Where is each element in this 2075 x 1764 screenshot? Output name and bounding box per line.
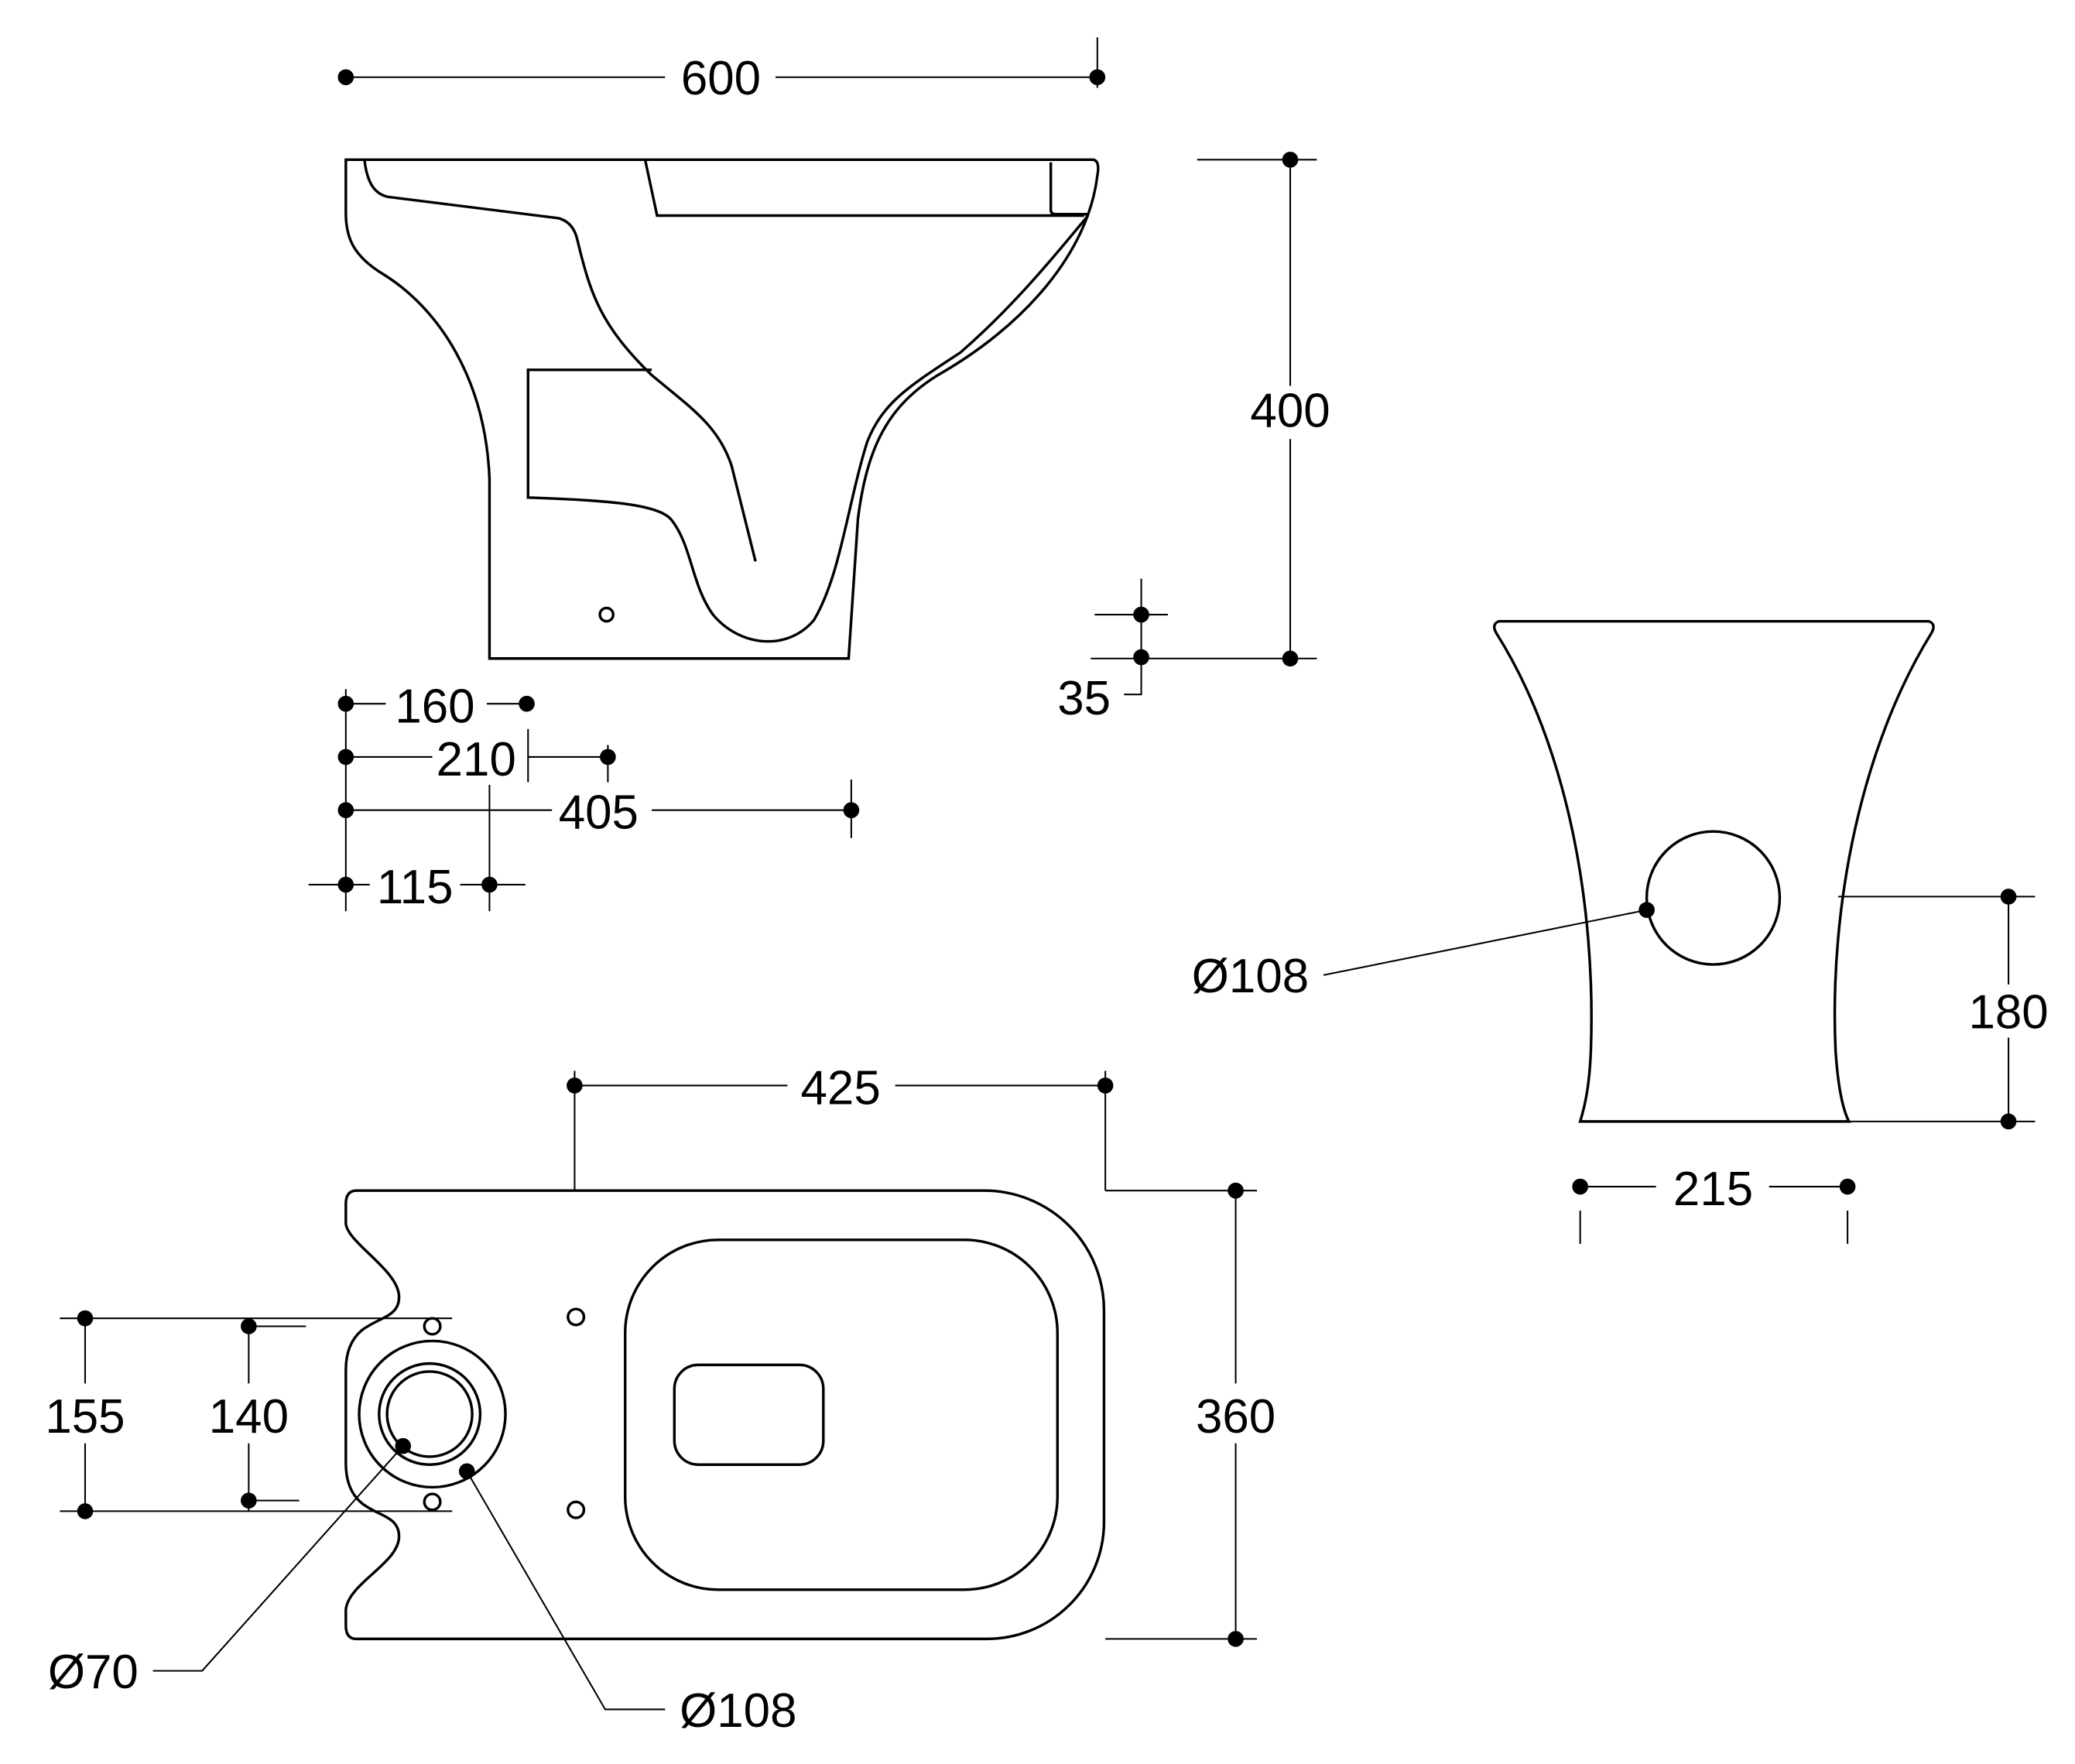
dim-height-400: 400 (1250, 385, 1330, 438)
plan-flush-plate (673, 1363, 825, 1466)
side-fixing-hole (598, 606, 615, 623)
side-view (344, 158, 1100, 660)
dim-outlet-height-180: 180 (1968, 986, 2048, 1040)
plan-view (344, 1189, 1106, 1641)
side-outline (344, 158, 1100, 660)
back-view: Ø108 180 215 (1192, 619, 2049, 1244)
side-rim-block (1049, 162, 1088, 216)
dim-back-outlet-diameter: Ø108 (1192, 950, 1309, 1003)
side-dimensions: 600 400 35 160 210 405 115 (308, 37, 1330, 914)
dim-width-600: 600 (681, 52, 761, 105)
back-outlet-circle (1645, 830, 1782, 966)
side-cistern-seat (643, 159, 1084, 218)
dim-plan-width-360: 360 (1196, 1390, 1275, 1444)
back-outline (1492, 619, 1935, 1123)
dim-back-width-215: 215 (1673, 1163, 1753, 1216)
dim-160: 160 (395, 680, 474, 733)
plan-inlet-70 (385, 1370, 474, 1458)
dim-inlet-diameter-70: Ø70 (48, 1646, 139, 1699)
side-rim-line (363, 159, 757, 562)
dim-140: 140 (209, 1390, 289, 1444)
dim-405: 405 (559, 786, 639, 840)
dim-115: 115 (377, 861, 454, 914)
plan-outline (344, 1189, 1106, 1641)
plan-outlet-108 (358, 1339, 507, 1489)
side-bowl-trap (526, 214, 1090, 643)
plan-seat-area (624, 1238, 1059, 1591)
plan-dimensions: 425 360 155 140 Ø70 Ø108 (45, 1062, 1275, 1738)
dim-210: 210 (437, 733, 516, 786)
dim-outlet-diameter-108: Ø108 (680, 1684, 796, 1738)
dim-pan-35: 35 (1057, 672, 1111, 725)
dim-155: 155 (45, 1390, 125, 1444)
dim-seat-425: 425 (801, 1062, 881, 1115)
